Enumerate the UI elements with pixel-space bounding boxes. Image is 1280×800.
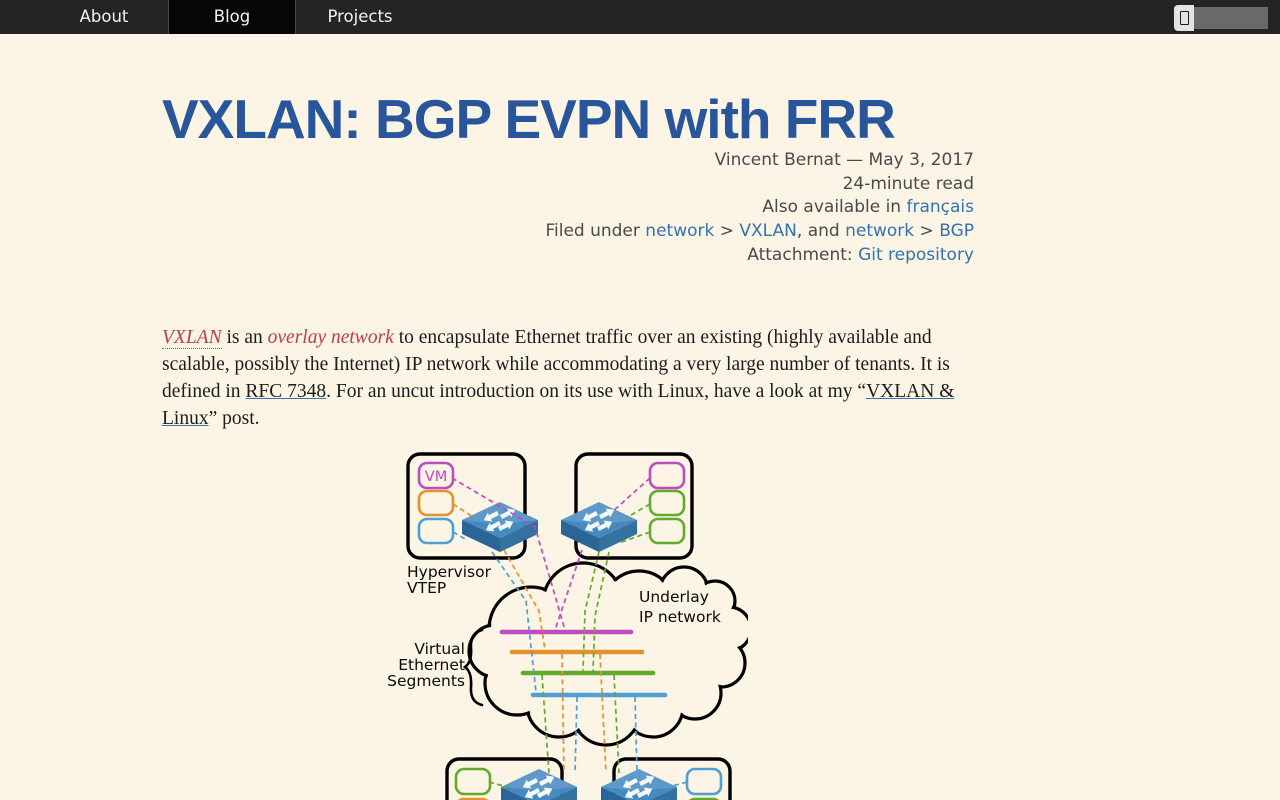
- link-rfc-7348[interactable]: RFC 7348: [245, 380, 327, 402]
- vm-label: VM: [425, 469, 447, 485]
- article-meta: Vincent Bernat — May 3, 2017 24-minute r…: [162, 149, 974, 268]
- vm-rect-magenta: [417, 461, 455, 490]
- intro-text: is an: [221, 326, 268, 348]
- virtual-ethernet-segments: [499, 629, 668, 698]
- top-nav: About Blog Projects: [0, 0, 1280, 34]
- intro-text: to encapsulate Ethernet traffic over an …: [162, 326, 950, 402]
- link-vxlan[interactable]: VXLAN: [739, 221, 797, 242]
- link-git-repository[interactable]: Git repository: [858, 244, 974, 265]
- vm-rect-magenta: [648, 461, 686, 490]
- attachment-prefix: Attachment:: [747, 244, 859, 265]
- intro-text: ” post.: [208, 407, 260, 429]
- search-input[interactable]: [1194, 7, 1268, 29]
- nav-item-blog[interactable]: Blog: [168, 0, 296, 34]
- link-vxlan-and-linux[interactable]: VXLAN & Linux: [162, 380, 955, 429]
- link-francais[interactable]: français: [906, 197, 974, 218]
- vxlan-abbr[interactable]: VXLAN: [162, 326, 222, 349]
- search-widget: [1174, 5, 1268, 31]
- vm-rect-green: [648, 489, 686, 517]
- hypervisor-label-line2: VTEP: [407, 579, 446, 597]
- vm-rect-green: [688, 797, 720, 800]
- intro-paragraph: VXLAN is an overlay network to encapsula…: [162, 324, 974, 432]
- hypervisor-box-bottom-right: [612, 757, 732, 800]
- filed-under: Filed under network > VXLAN, and network…: [162, 220, 974, 244]
- link-network-1[interactable]: network: [645, 221, 715, 242]
- also-prefix: Also available in: [762, 197, 907, 218]
- segments-label-line3: Segments: [387, 672, 465, 690]
- page-title: VXLAN: BGP EVPN with FRR: [162, 88, 896, 150]
- vm-rect-orange: [457, 797, 489, 800]
- vm-rect-orange: [417, 489, 455, 517]
- nav-menu: About Blog Projects: [0, 0, 1280, 34]
- read-time: 24-minute read: [842, 173, 974, 194]
- segments-brace: [462, 628, 484, 707]
- diagram-links: [451, 477, 688, 789]
- search-button[interactable]: [1174, 5, 1194, 31]
- filed-sep: >: [914, 221, 940, 242]
- diagram-labels: Hypervisor VTEP Virtual Ethernet Segment…: [387, 563, 492, 707]
- hypervisor-box-top-left: VM: [406, 452, 527, 560]
- attachment: Attachment: Git repository: [162, 244, 974, 268]
- hypervisor-label-line1: Hypervisor: [407, 563, 492, 581]
- intro-text: . For an uncut introduction on its use w…: [326, 380, 867, 402]
- vm-rect-green: [648, 517, 686, 545]
- filed-sep: , and: [796, 221, 846, 242]
- vxlan-diagram: Underlay IP network VM: [162, 451, 974, 800]
- link-overlay-network[interactable]: overlay network: [267, 326, 394, 348]
- segments-label-line1: Virtual: [414, 640, 465, 658]
- switch-icon-bottom-left: [501, 769, 577, 800]
- vm-rect-blue: [685, 767, 723, 796]
- filed-sep: >: [714, 221, 740, 242]
- filed-prefix: Filed under: [545, 221, 646, 242]
- underlay-label-line2: IP network: [639, 608, 721, 626]
- vm-rect-blue: [417, 517, 455, 545]
- underlay-label-line1: Underlay: [639, 588, 709, 606]
- hypervisor-box-top-right: [574, 452, 694, 560]
- link-network-2[interactable]: network: [845, 221, 915, 242]
- nav-item-about[interactable]: About: [79, 7, 129, 26]
- also-available: Also available in français: [162, 196, 974, 220]
- search-icon: [1179, 11, 1189, 25]
- link-bgp[interactable]: BGP: [939, 221, 974, 242]
- byline: Vincent Bernat — May 3, 2017: [714, 150, 974, 170]
- switch-icon-top-right: [561, 502, 637, 552]
- article: VXLAN: BGP EVPN with FRR Vincent Bernat …: [0, 92, 974, 800]
- segments-label-line2: Ethernet: [398, 656, 465, 674]
- nav-item-projects[interactable]: Projects: [327, 7, 393, 26]
- vm-rect-green: [454, 767, 492, 796]
